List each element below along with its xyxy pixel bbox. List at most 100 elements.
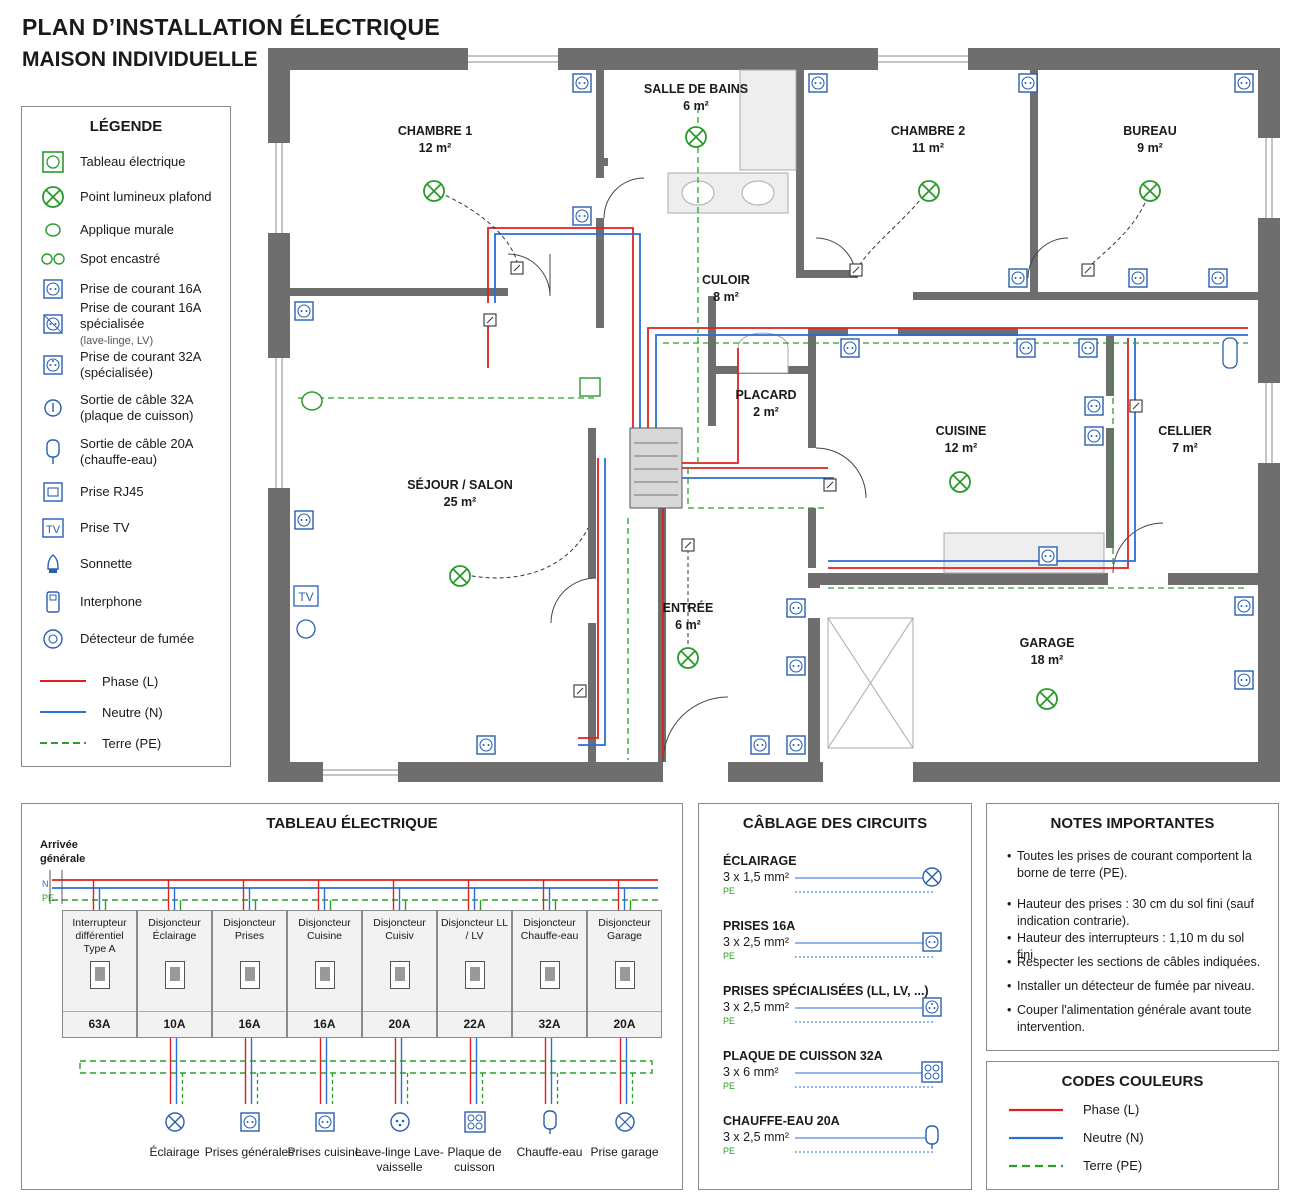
smoke-detector-icon (38, 626, 68, 652)
circuit-pe-label: PE (723, 1146, 736, 1156)
legend-label: Terre (PE) (102, 735, 162, 751)
socket-16a-icon (238, 1110, 262, 1136)
legend-label: Neutre (N) (102, 704, 163, 720)
legend-item: Détecteur de fumée (38, 626, 194, 652)
breaker-toggle[interactable] (240, 961, 260, 989)
breaker-toggle[interactable] (540, 961, 560, 989)
legend-item: Sortie de câble 20A(chauffe-eau) (38, 436, 193, 467)
breaker-toggle[interactable] (90, 961, 110, 989)
legend-title: LÉGENDE (89, 118, 163, 135)
color-code-row: Neutre (N) (1007, 1130, 1144, 1145)
circuit-destination-label: Éclairage (149, 1145, 200, 1159)
legend-label: Tableau électrique (80, 154, 186, 169)
legend-line-earth: Terre (PE) (38, 730, 161, 756)
breaker-name: Disjoncteur Prises (223, 917, 276, 942)
circuit-name: ÉCLAIRAGE (723, 854, 797, 868)
legend-item: Point lumineux plafond (38, 184, 212, 210)
color-code-label: Phase (L) (1083, 1102, 1140, 1117)
circuit-cable-lines (795, 941, 935, 961)
circuit-section: 3 x 2,5 mm² (723, 935, 789, 949)
legend-label: Spot encastré (80, 251, 161, 266)
cable-outlet-20a-icon (38, 439, 68, 465)
legend-label: Prise de courant 32A (80, 349, 202, 364)
breaker-rating: 63A (88, 1017, 111, 1031)
legend-label: Prise RJ45 (80, 484, 144, 499)
breaker-toggle[interactable] (390, 961, 410, 989)
circuit-pe-label: PE (723, 1016, 736, 1026)
breaker-name: Disjoncteur Cuisine (298, 917, 351, 942)
legend-label: Détecteur de fumée (80, 631, 195, 646)
breaker-toggle[interactable] (615, 961, 635, 989)
breaker-name: Interrupteur différentiel Type A (72, 917, 127, 955)
legend-item: Prise de courant 32A(spécialisée) (38, 349, 202, 380)
legend-label: Prise de courant 16A spécialisée (80, 299, 201, 331)
breaker-toggle[interactable] (165, 961, 185, 989)
color-code-label: Neutre (N) (1083, 1130, 1144, 1145)
socket-32a-icon (38, 352, 68, 378)
color-line-icon (1009, 1136, 1063, 1139)
ceiling-light-icon (919, 864, 945, 892)
breaker-rating: 16A (313, 1017, 336, 1031)
legend-panel: LÉGENDE Tableau électrique Point lumineu… (21, 106, 231, 767)
color-line-icon (1009, 1108, 1063, 1111)
breaker-module: Disjoncteur Cuisiv 20A (362, 910, 437, 1038)
circuit-destination-label: Prises cuisine (287, 1145, 362, 1159)
socket-16a-special-icon (388, 1110, 412, 1136)
panel-icon (38, 149, 68, 175)
circuit-name: CHAUFFE-EAU 20A (723, 1114, 840, 1128)
breaker-name: Disjoncteur Cuisiv (373, 917, 426, 942)
circuit-name: PLAQUE DE CUISSON 32A (723, 1049, 883, 1063)
legend-sublabel: (lave-linge, LV) (80, 334, 154, 347)
circuit-cable-lines (795, 1136, 935, 1156)
circuit-name: PRISES 16A (723, 919, 796, 933)
breaker-toggle[interactable] (315, 961, 335, 989)
codes-title: CODES COULEURS (1061, 1073, 1204, 1090)
socket-16a-icon (313, 1110, 337, 1136)
breaker-divider (513, 1011, 586, 1012)
breaker-module: Interrupteur différentiel Type A 63A (62, 910, 137, 1038)
phase-line-icon (40, 680, 86, 682)
legend-item: Applique murale (38, 217, 174, 243)
cablage-title: CÂBLAGE DES CIRCUITS (742, 815, 928, 832)
circuit-cable-lines (795, 876, 935, 896)
breaker-rating: 16A (238, 1017, 261, 1031)
breaker-rating: 20A (388, 1017, 411, 1031)
breaker-divider (213, 1011, 286, 1012)
note-item: •Toutes les prises de courant comportent… (1007, 849, 1252, 880)
notes-title: NOTES IMPORTANTES (1050, 815, 1215, 832)
doorbell-icon (38, 551, 68, 577)
svg-text:TV: TV (46, 524, 61, 536)
page-title: PLAN D’INSTALLATION ÉLECTRIQUE (22, 14, 440, 40)
legend-line-phase: Phase (L) (38, 668, 158, 694)
socket-16a-special-icon (38, 311, 68, 337)
circuit-name: PRISES SPÉCIALISÉES (LL, LV, ...) (723, 984, 929, 998)
legend-line-neutral: Neutre (N) (38, 699, 163, 725)
legend-item: Sonnette (38, 551, 132, 577)
legend-item: Prise RJ45 (38, 479, 144, 505)
legend-sublabel: (chauffe-eau) (80, 452, 158, 467)
legend-label: Prise TV (80, 520, 130, 535)
note-item: •Hauteur des prises : 30 cm du sol fini … (1007, 897, 1254, 928)
circuit-destination-label: Chauffe-eau (516, 1145, 583, 1159)
circuit-destination-label: Plaque de cuisson (447, 1145, 502, 1174)
circuit-pe-label: PE (723, 886, 736, 896)
earth-line-icon (40, 742, 86, 744)
breaker-toggle[interactable] (465, 961, 485, 989)
circuit-section: 3 x 6 mm² (723, 1065, 779, 1079)
legend-item: Spot encastré (38, 246, 160, 272)
breaker-name: Disjoncteur LL / LV (440, 917, 509, 942)
tv-icon: TV (38, 515, 68, 541)
